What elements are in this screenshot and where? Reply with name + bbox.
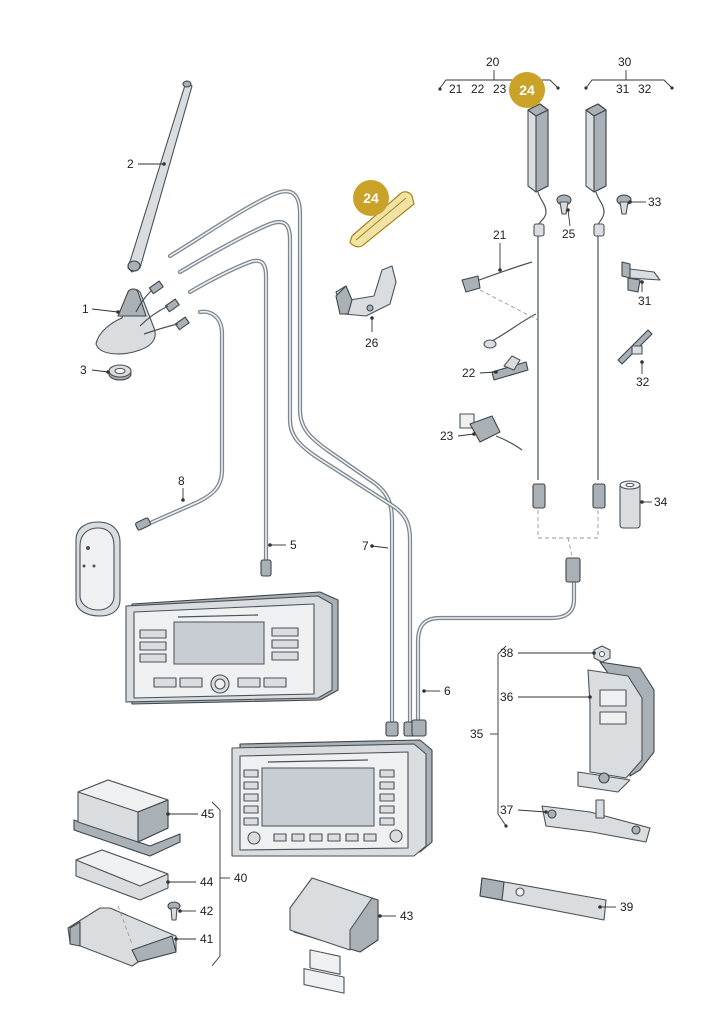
callout-45: 45 — [201, 807, 215, 821]
screw-33[interactable] — [616, 194, 632, 215]
cable-tie-21[interactable] — [461, 261, 539, 349]
radio-unit[interactable] — [125, 591, 339, 705]
svg-text:24: 24 — [363, 190, 379, 206]
module-30[interactable] — [585, 103, 607, 509]
callout-44: 44 — [200, 875, 214, 889]
ferrite-34[interactable] — [619, 480, 641, 529]
screw-42[interactable] — [167, 901, 181, 921]
callout-31-top: 31 — [616, 82, 630, 96]
callout-35: 35 — [470, 727, 484, 741]
bracket-26[interactable] — [335, 265, 397, 317]
callout-41: 41 — [200, 932, 214, 946]
callout-34: 34 — [654, 495, 668, 509]
clip-32[interactable] — [617, 329, 653, 365]
bracket-36[interactable] — [577, 661, 655, 793]
callout-1: 1 — [82, 302, 89, 316]
callout-37: 37 — [500, 803, 514, 817]
callout-42: 42 — [200, 904, 214, 918]
callout-32-top: 32 — [638, 82, 652, 96]
callout-21-top: 21 — [449, 82, 463, 96]
callout-38: 38 — [500, 646, 514, 660]
callout-6: 6 — [444, 684, 451, 698]
callout-labels: 2 1 3 8 5 7 6 26 20 21 22 23 30 31 32 25… — [80, 55, 668, 946]
plate-37[interactable] — [541, 799, 651, 843]
holder-23[interactable] — [459, 413, 523, 451]
callout-30: 30 — [618, 55, 632, 69]
highlighted-part-24-clip[interactable] — [349, 191, 415, 248]
callout-26: 26 — [365, 336, 379, 350]
dashed-join — [537, 510, 599, 557]
module-44[interactable] — [75, 849, 169, 901]
clip-31[interactable] — [621, 261, 661, 293]
callout-40: 40 — [234, 871, 248, 885]
svg-text:24: 24 — [519, 82, 535, 98]
callout-25: 25 — [562, 227, 576, 241]
nut-38[interactable] — [593, 645, 611, 663]
callout-21: 21 — [493, 228, 507, 242]
highlight-badge-24-clip[interactable]: 24 — [353, 180, 389, 216]
highlight-badge-24-top[interactable]: 24 — [509, 72, 545, 108]
callout-22: 22 — [462, 366, 476, 380]
leader-lines — [91, 70, 674, 967]
clip-22[interactable] — [491, 355, 529, 381]
callout-7: 7 — [362, 539, 369, 553]
module-20[interactable] — [527, 103, 549, 509]
callout-20: 20 — [486, 55, 500, 69]
callout-23-top: 23 — [493, 82, 507, 96]
callout-23: 23 — [440, 429, 454, 443]
callout-31: 31 — [638, 294, 652, 308]
navigation-unit[interactable] — [231, 739, 433, 857]
callout-32: 32 — [636, 375, 650, 389]
handset-holder[interactable] — [75, 521, 121, 617]
callout-22-top: 22 — [471, 82, 485, 96]
control-unit-43[interactable] — [289, 877, 379, 994]
callout-36: 36 — [500, 690, 514, 704]
module-45[interactable] — [73, 779, 181, 857]
callout-3: 3 — [80, 363, 87, 377]
screw-25[interactable] — [556, 194, 572, 215]
strip-39[interactable] — [479, 877, 607, 921]
callout-39: 39 — [620, 900, 634, 914]
bracket-41[interactable] — [67, 905, 177, 967]
callout-43: 43 — [400, 909, 414, 923]
callout-5: 5 — [290, 538, 297, 552]
roof-antenna-assembly[interactable] — [95, 80, 193, 381]
callout-33: 33 — [648, 195, 662, 209]
callout-2: 2 — [127, 157, 134, 171]
antenna-cables[interactable] — [135, 189, 581, 737]
callout-8: 8 — [178, 474, 185, 488]
